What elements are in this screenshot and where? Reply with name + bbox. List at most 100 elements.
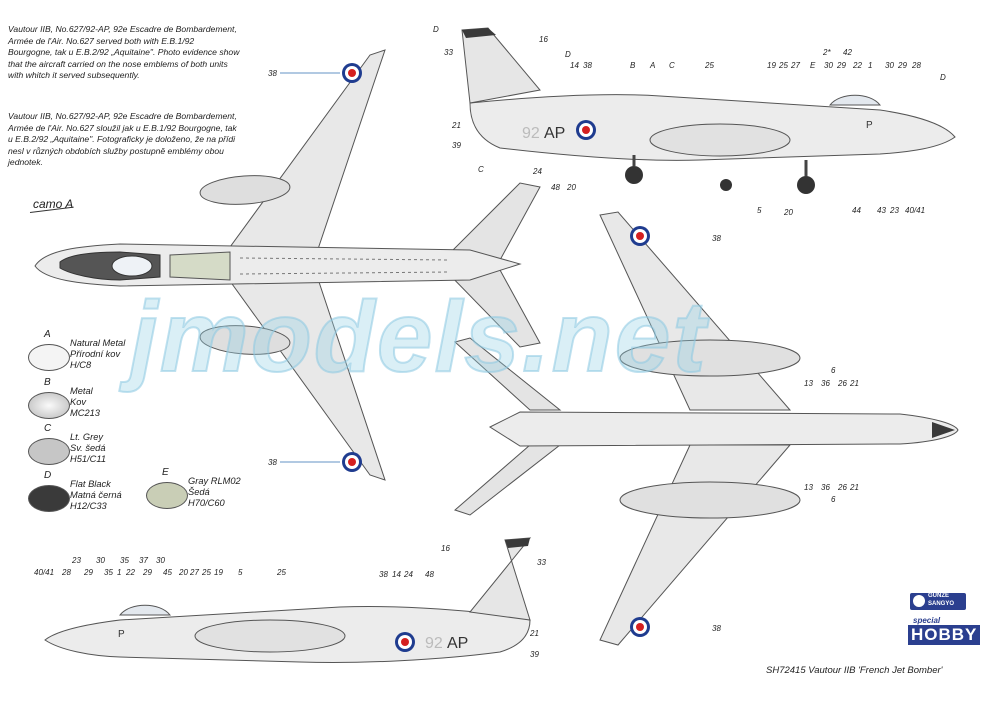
roundel-bottom-left-wing	[630, 226, 650, 246]
callout: 24	[532, 167, 542, 176]
callout: 33	[444, 48, 453, 57]
callout: 48	[425, 570, 434, 579]
kit-title: SH72415 Vautour IIB 'French Jet Bomber'	[766, 665, 943, 676]
callout: 23	[71, 556, 81, 565]
gunze-circle-icon	[913, 595, 925, 607]
callout: 21	[529, 629, 539, 638]
callout: 39	[530, 650, 539, 659]
callout: 28	[61, 568, 71, 577]
callout: 43	[877, 206, 886, 215]
callout: C	[669, 61, 675, 70]
callout: 25	[778, 61, 788, 70]
callouts-side-bottom: 40/41 28 23 29 30 35 1 35 22 37 29 30 45…	[34, 544, 546, 659]
callout: 2*	[822, 48, 831, 57]
callout: 21	[849, 483, 859, 492]
roundel-top-right-wing	[342, 452, 362, 472]
callout: E	[810, 61, 816, 70]
callout: 24	[403, 570, 413, 579]
callout: 16	[441, 544, 450, 553]
swatch-d-letter: D	[44, 470, 52, 481]
swatch-a-letter: A	[44, 329, 51, 340]
callout: 25	[276, 568, 286, 577]
special-hobby-special: special	[913, 616, 941, 625]
callout: 13	[804, 483, 813, 492]
watermark: jmodels.net	[129, 280, 708, 394]
swatch-c-letter: C	[44, 423, 52, 434]
callout: B	[630, 61, 636, 70]
callout: 27	[189, 568, 199, 577]
callout: 22	[852, 61, 862, 70]
callout: 30	[885, 61, 894, 70]
swatch-c-text: Lt. Grey Sv. šedá H51/C11	[70, 432, 107, 464]
callout: 26	[837, 379, 847, 388]
callouts-side-top: D 16 33 D 14 38 B A C 25 19 25 27 E 2* 3…	[433, 25, 946, 217]
callout: 26	[837, 483, 847, 492]
callout: 20	[178, 568, 188, 577]
callout: 14	[570, 61, 579, 70]
callout: D	[565, 50, 571, 59]
callout: 35	[104, 568, 113, 577]
callout: 40/41	[905, 206, 925, 215]
callout: 28	[911, 61, 921, 70]
callout: 16	[539, 35, 548, 44]
small-code-side-top: P	[866, 120, 873, 131]
swatch-a-text: Natural Metal Přírodní kov H/C8	[70, 338, 126, 370]
special-hobby-logo: HOBBY	[908, 625, 981, 645]
callout: 38	[583, 61, 592, 70]
callout: 21	[451, 121, 461, 130]
swatch-b-chip	[28, 392, 70, 419]
callout: D	[433, 25, 439, 34]
callout: 30	[96, 556, 105, 565]
callout: 42	[843, 48, 852, 57]
side-view-top-aircraft	[461, 27, 956, 194]
callout: 29	[897, 61, 907, 70]
callout: D	[940, 73, 946, 82]
callout: 13	[804, 379, 813, 388]
swatch-e-letter: E	[162, 467, 169, 478]
swatch-d-chip	[28, 485, 70, 512]
callout: 19	[214, 568, 223, 577]
callout: 38	[712, 624, 721, 633]
callouts-underside: 38 13 36 6 26 21 13 36 26 21 6 38	[712, 234, 859, 633]
callout-38-a: 38	[268, 69, 277, 78]
callout: 40/41	[34, 568, 54, 577]
callout: 44	[852, 206, 861, 215]
callout: 5	[757, 206, 762, 215]
callout: 45	[163, 568, 172, 577]
callout: 27	[790, 61, 800, 70]
swatch-d: D Flat Black Matná černá H12/C33	[28, 470, 122, 512]
letter-code-side-top: AP	[544, 125, 565, 142]
roundel-side-top	[576, 120, 596, 140]
callout: 30	[824, 61, 833, 70]
callout: 22	[125, 568, 135, 577]
swatch-b: B Metal Kov MC213	[28, 377, 100, 419]
callout: 39	[452, 141, 461, 150]
callout: 29	[83, 568, 93, 577]
callout: 6	[831, 366, 836, 375]
swatch-e: E Gray RLM02 Šedá H70/C60	[146, 467, 241, 509]
callout: 35	[120, 556, 129, 565]
top-view-aircraft	[34, 49, 541, 481]
swatch-a-chip	[28, 344, 70, 371]
small-code-side-bottom: P	[118, 629, 125, 640]
callout: 20	[783, 208, 793, 217]
callout: 6	[831, 495, 836, 504]
callout: 1	[868, 61, 872, 70]
callout: 48	[551, 183, 560, 192]
callout: 29	[836, 61, 846, 70]
swatch-b-letter: B	[44, 377, 51, 388]
callout-38-b: 38	[268, 458, 277, 467]
callout: 1	[117, 568, 121, 577]
callout: 38	[712, 234, 721, 243]
callout: 38	[379, 570, 388, 579]
bottom-view-aircraft	[453, 211, 959, 646]
swatch-c-chip	[28, 438, 70, 465]
gunze-text: GUNZE SANGYO	[928, 593, 955, 607]
unit-code-side-bottom: 92	[425, 635, 443, 652]
unit-code-side-top: 92	[522, 125, 540, 142]
swatch-b-text: Metal Kov MC213	[70, 386, 100, 418]
callout: C	[478, 165, 484, 174]
swatch-c: C Lt. Grey Sv. šedá H51/C11	[28, 423, 106, 465]
callout: 21	[849, 379, 859, 388]
